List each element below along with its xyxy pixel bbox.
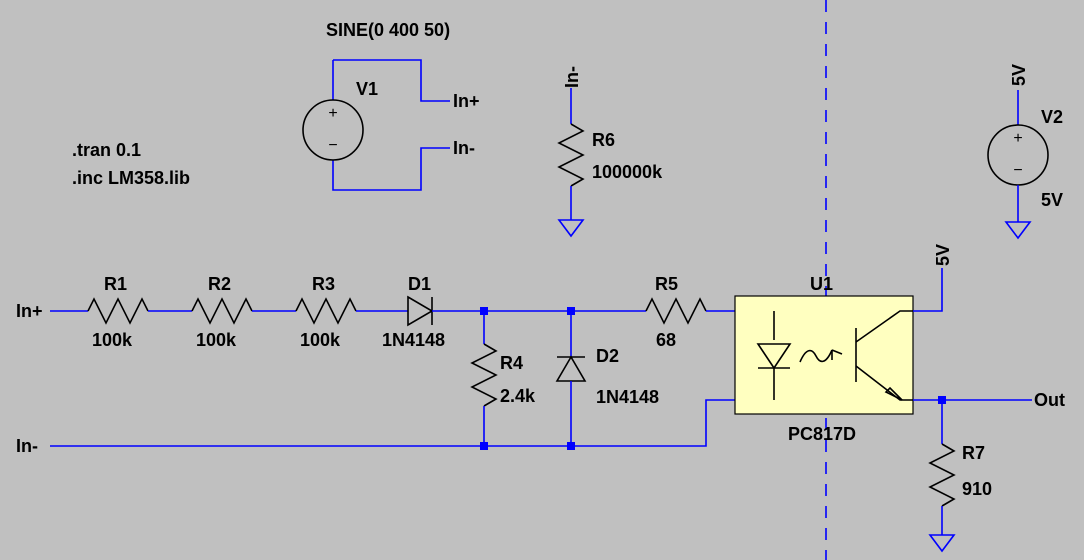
v2-plus-sign: + xyxy=(1013,130,1022,147)
u1-vcc-net-label[interactable]: 5V xyxy=(933,244,953,266)
r2-value-label[interactable]: 100k xyxy=(196,330,237,350)
d1-diode[interactable] xyxy=(407,295,434,327)
r5-resistor[interactable] xyxy=(645,297,707,325)
tran-directive[interactable]: .tran 0.1 xyxy=(72,140,141,160)
junction-dot xyxy=(567,442,575,450)
v1-in-plus-label[interactable]: In+ xyxy=(453,91,480,111)
u1-light-signal-icon xyxy=(799,349,833,363)
out-net-label[interactable]: Out xyxy=(1034,390,1065,410)
include-directive[interactable]: .inc LM358.lib xyxy=(72,168,190,188)
r7-resistor[interactable] xyxy=(928,400,956,535)
r2-name-label[interactable]: R2 xyxy=(208,274,231,294)
r1-name-label[interactable]: R1 xyxy=(104,274,127,294)
v2-source[interactable]: + − xyxy=(987,90,1049,222)
r4-name-label[interactable]: R4 xyxy=(500,353,523,373)
u1-optocoupler[interactable] xyxy=(734,295,914,415)
d2-diode[interactable] xyxy=(555,311,587,446)
r4-value-label[interactable]: 2.4k xyxy=(500,386,536,406)
v1-plus-sign: + xyxy=(328,105,337,122)
v1-value-label[interactable]: SINE(0 400 50) xyxy=(326,20,450,40)
r7-name-label[interactable]: R7 xyxy=(962,443,985,463)
d1-value-label[interactable]: 1N4148 xyxy=(382,330,445,350)
r6-top-net-label[interactable]: In- xyxy=(562,66,582,88)
u1-name-label[interactable]: U1 xyxy=(810,274,833,294)
r4-resistor[interactable] xyxy=(470,311,498,446)
d2-name-label[interactable]: D2 xyxy=(596,346,619,366)
junction-dot xyxy=(480,442,488,450)
v1-in-minus-label[interactable]: In- xyxy=(453,138,475,158)
v2-top-net-label[interactable]: 5V xyxy=(1009,64,1029,86)
v2-name-label[interactable]: V2 xyxy=(1041,107,1063,127)
r6-ground-symbol xyxy=(557,219,585,238)
r6-name-label[interactable]: R6 xyxy=(592,130,615,150)
r7-ground-symbol xyxy=(928,534,956,553)
d2-value-label[interactable]: 1N4148 xyxy=(596,387,659,407)
v2-minus-sign: − xyxy=(1013,162,1022,179)
left-in-plus-label[interactable]: In+ xyxy=(16,301,43,321)
left-in-minus-label[interactable]: In- xyxy=(16,436,38,456)
r6-resistor[interactable] xyxy=(557,88,585,220)
r5-value-label[interactable]: 68 xyxy=(656,330,676,350)
u1-value-label[interactable]: PC817D xyxy=(788,424,856,444)
v2-ground-symbol xyxy=(1004,221,1032,240)
r3-value-label[interactable]: 100k xyxy=(300,330,341,350)
r1-resistor[interactable] xyxy=(87,297,149,325)
d1-name-label[interactable]: D1 xyxy=(408,274,431,294)
r2-resistor[interactable] xyxy=(191,297,253,325)
r3-name-label[interactable]: R3 xyxy=(312,274,335,294)
r6-value-label[interactable]: 100000k xyxy=(592,162,663,182)
r5-name-label[interactable]: R5 xyxy=(655,274,678,294)
v2-value-label[interactable]: 5V xyxy=(1041,190,1063,210)
u1-package-body xyxy=(734,295,914,415)
r3-resistor[interactable] xyxy=(295,297,357,325)
r7-value-label[interactable]: 910 xyxy=(962,479,992,499)
v1-name-label[interactable]: V1 xyxy=(356,79,378,99)
v1-source[interactable]: + − xyxy=(302,59,450,191)
v1-minus-sign: − xyxy=(328,137,337,154)
r1-value-label[interactable]: 100k xyxy=(92,330,133,350)
v1-source-symbol xyxy=(302,99,364,161)
